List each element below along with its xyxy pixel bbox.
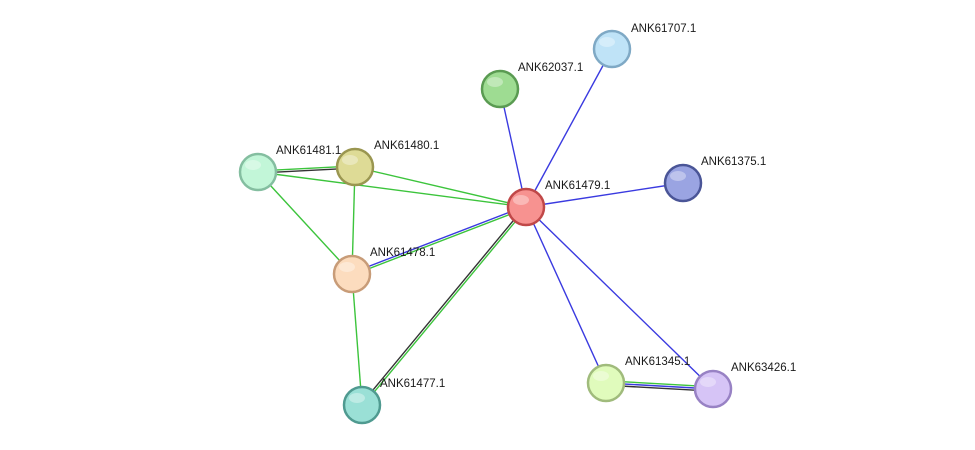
node-highlight	[487, 77, 503, 87]
node-highlight	[339, 262, 355, 272]
node-highlight	[513, 195, 529, 205]
edge-line	[525, 206, 607, 384]
node-highlight	[670, 171, 686, 181]
edge-line	[360, 205, 526, 405]
node-circle[interactable]	[586, 363, 626, 403]
edge-ank61481-1-ank61478-1	[257, 171, 353, 275]
node-ank61481-1[interactable]: ANK61481.1	[238, 145, 341, 192]
edge-line	[525, 48, 613, 208]
node-highlight	[342, 155, 358, 165]
edge-line	[525, 206, 714, 390]
node-ank62037-1[interactable]: ANK62037.1	[480, 62, 583, 109]
node-circle[interactable]	[342, 385, 382, 425]
edge-line	[362, 207, 528, 407]
node-highlight	[700, 377, 716, 387]
node-circle[interactable]	[480, 69, 520, 109]
edge-ank61478-1-ank61477-1	[351, 273, 363, 406]
node-label: ANK61375.1	[701, 156, 766, 168]
node-ank61345-1[interactable]: ANK61345.1	[586, 356, 690, 403]
node-label: ANK63426.1	[731, 362, 796, 374]
node-label: ANK61480.1	[374, 140, 439, 152]
node-label: ANK61481.1	[276, 145, 341, 157]
node-circle[interactable]	[332, 254, 372, 294]
edge-line	[499, 88, 527, 208]
node-label: ANK61477.1	[380, 378, 445, 390]
node-circle[interactable]	[592, 29, 632, 69]
node-highlight	[593, 371, 609, 381]
node-label: ANK61345.1	[625, 356, 690, 368]
node-highlight	[349, 393, 365, 403]
edge-line	[352, 207, 527, 276]
edge-ank61479-1-ank61481-1	[257, 171, 527, 208]
node-ank63426-1[interactable]: ANK63426.1	[693, 362, 796, 409]
edge-ank61479-1-ank62037-1	[499, 88, 527, 208]
edge-line	[351, 273, 363, 406]
node-ank61478-1[interactable]: ANK61478.1	[332, 247, 435, 294]
node-highlight	[245, 160, 261, 170]
edge-ank61479-1-ank61477-1	[360, 205, 528, 407]
edge-line	[354, 166, 527, 208]
node-ank61479-1[interactable]: ANK61479.1	[506, 180, 610, 227]
node-circle[interactable]	[693, 369, 733, 409]
node-ank61375-1[interactable]: ANK61375.1	[663, 156, 766, 203]
nodes-layer: ANK61479.1 ANK61707.1ANK62037.1ANK61375.1…	[238, 23, 796, 425]
node-ank61477-1[interactable]: ANK61477.1	[342, 378, 445, 425]
edge-ank61479-1-ank61478-1	[351, 205, 527, 276]
edge-line	[257, 171, 527, 208]
edge-ank61479-1-ank61480-1	[354, 166, 527, 208]
node-circle[interactable]	[663, 163, 703, 203]
node-circle[interactable]	[506, 187, 546, 227]
edges-layer	[257, 48, 714, 407]
node-label: ANK61478.1	[370, 247, 435, 259]
node-label: ANK61707.1	[631, 23, 696, 35]
edge-ank61479-1-ank61707-1	[525, 48, 613, 208]
node-label: ANK62037.1	[518, 62, 583, 74]
node-ank61480-1[interactable]: ANK61480.1	[335, 140, 439, 187]
edge-line	[351, 205, 526, 274]
node-ank61707-1[interactable]: ANK61707.1	[592, 23, 696, 69]
node-label: ANK61479.1	[545, 180, 610, 192]
node-circle[interactable]	[238, 152, 278, 192]
edge-line	[525, 182, 684, 208]
edge-ank61479-1-ank63426-1	[525, 206, 714, 390]
edge-ank61479-1-ank61375-1	[525, 182, 684, 208]
edge-line	[257, 171, 353, 275]
node-highlight	[599, 37, 615, 47]
node-circle[interactable]	[335, 147, 375, 187]
edge-ank61479-1-ank61345-1	[525, 206, 607, 384]
